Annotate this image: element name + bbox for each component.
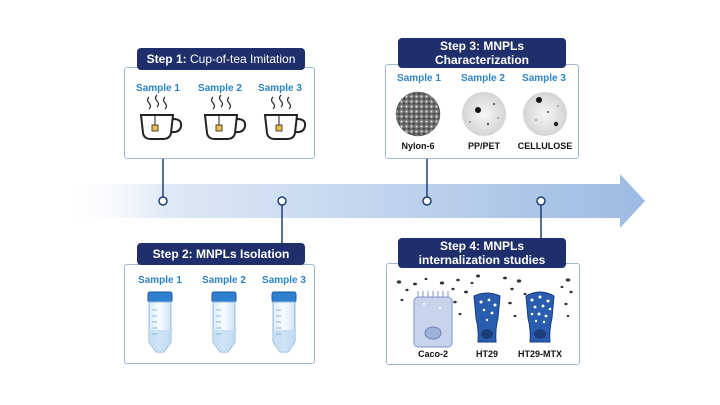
step3-sample-2-label: Sample 2 (461, 73, 505, 84)
step4-title-line1: Step 4: MNPLs (439, 239, 524, 253)
step3-sample-3-label: Sample 3 (522, 73, 566, 84)
step4-cell-3-label: HT29-MTX (517, 349, 562, 359)
step2-sample-3-label: Sample 3 (262, 275, 306, 286)
step3-material-1: Nylon-6 (401, 141, 435, 151)
step4-title-line2: internalization studies (418, 253, 546, 267)
caco2-cell (413, 291, 453, 348)
step2-sample-1-label: Sample 1 (138, 275, 182, 286)
step1-sample-2-label: Sample 2 (198, 83, 242, 94)
step1-panel (124, 67, 315, 159)
step3-title: Step 3: MNPLs Characterization (398, 38, 566, 68)
step4-cell-2-label: HT29 (475, 349, 498, 359)
ht29-mtx-cell (525, 291, 555, 343)
nylon-micrograph (396, 92, 440, 136)
step1-title: Step 1: Cup-of-tea Imitation (137, 48, 305, 70)
step3-material-2: PP/PET (467, 141, 500, 151)
step4-title: Step 4: MNPLs internalization studies (398, 238, 566, 268)
step2-title-text: Step 2: MNPLs Isolation (152, 247, 290, 261)
particles (396, 274, 573, 318)
step1-title-prefix: Step 1: (146, 52, 187, 66)
step1-title-text: Cup-of-tea Imitation (189, 52, 296, 66)
step3-sample-1-label: Sample 1 (397, 73, 441, 84)
step3-material-3: CELLULOSE (517, 141, 573, 151)
step2-sample-2-label: Sample 2 (202, 275, 246, 286)
step2-title: Step 2: MNPLs Isolation (137, 243, 305, 265)
step3-title-line1: Step 3: MNPLs (439, 39, 524, 53)
step4-cell-1-label: Caco-2 (417, 349, 448, 359)
step3-title-line2: Characterization (434, 53, 530, 67)
step1-sample-3-label: Sample 3 (258, 83, 302, 94)
ht29-cell (473, 292, 501, 343)
step1-sample-1-label: Sample 1 (136, 83, 180, 94)
pp-pet-micrograph (462, 92, 506, 136)
